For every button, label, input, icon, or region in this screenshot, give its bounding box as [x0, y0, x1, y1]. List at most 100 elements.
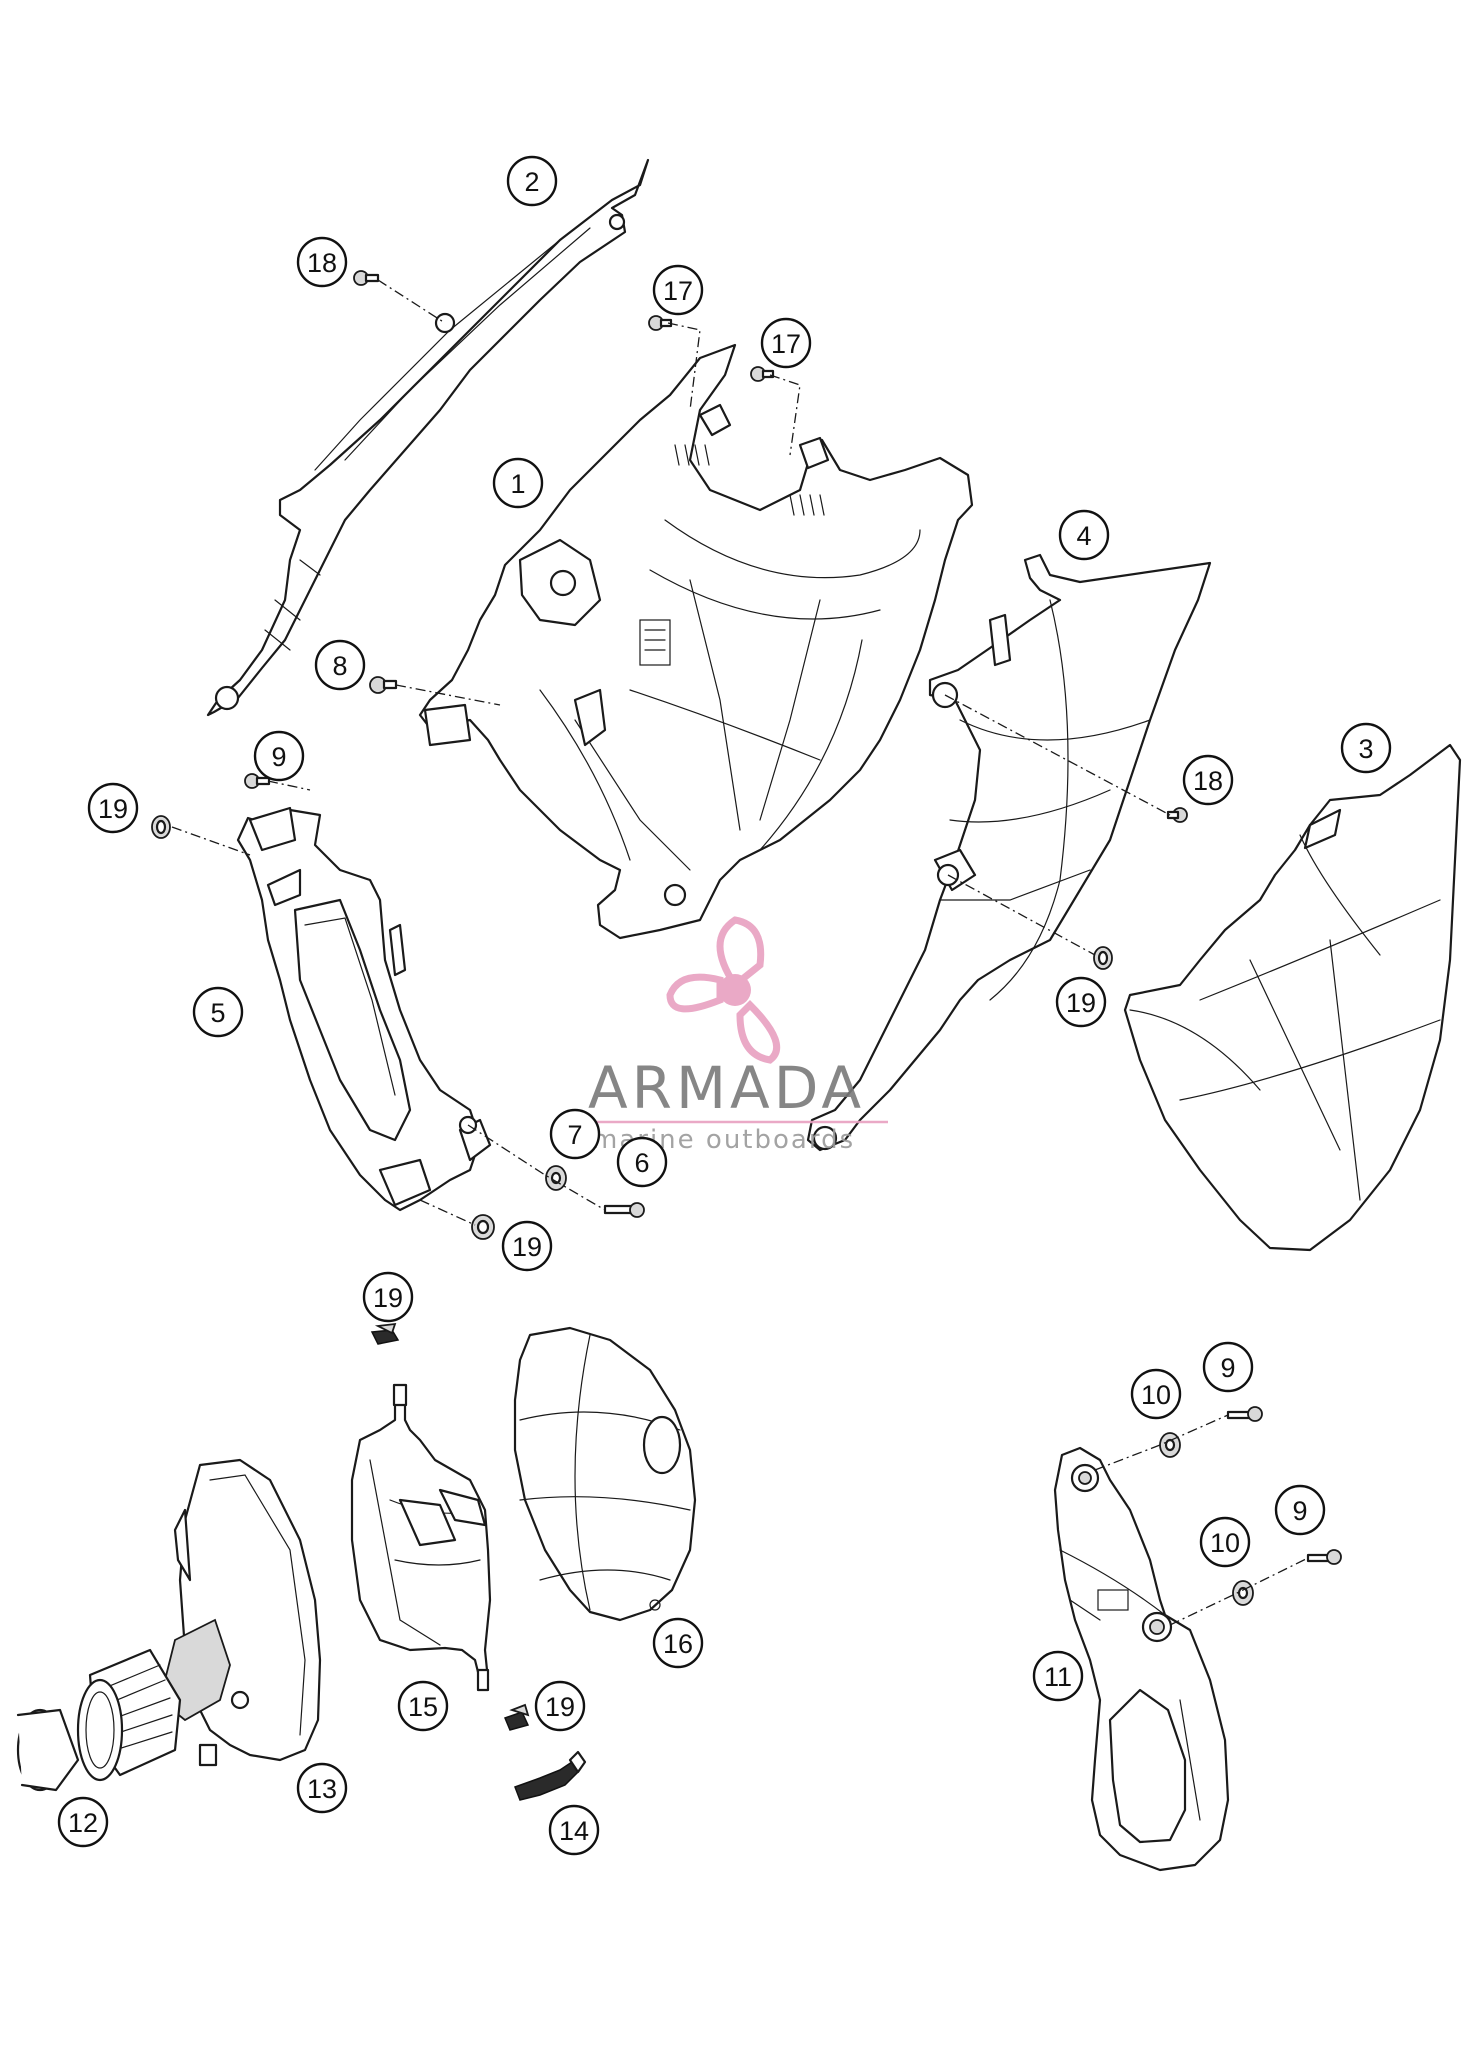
part-5-airbox-frame [236, 806, 492, 1212]
callout-label: 19 [512, 1232, 542, 1262]
callout-3: 3 [1340, 722, 1392, 774]
callout-label: 15 [408, 1692, 438, 1722]
callout-16: 16 [652, 1617, 704, 1669]
callout-circle [1130, 1368, 1182, 1420]
part-15-filter-cage [350, 1383, 492, 1692]
propeller-logo-icon [666, 916, 781, 1064]
callout-19b: 19 [1055, 976, 1107, 1028]
bolt-6 [603, 1202, 645, 1218]
part-16-filter-cover [513, 1326, 697, 1622]
fastener-17a [648, 315, 673, 331]
callout-circle [192, 986, 244, 1038]
callout-15: 15 [397, 1680, 449, 1732]
callout-label: 17 [663, 276, 693, 306]
callout-17b: 17 [760, 317, 812, 369]
callout-1: 1 [492, 457, 544, 509]
hardware [151, 270, 1342, 1731]
callout-circle [1199, 1516, 1251, 1568]
callout-circle [652, 264, 704, 316]
callout-label: 13 [307, 1774, 337, 1804]
callout-9c: 9 [1274, 1484, 1326, 1536]
callout-8: 8 [314, 639, 366, 691]
part-3-side-cover [1123, 743, 1462, 1252]
callout-label: 19 [1066, 988, 1096, 1018]
washer-10b [1232, 1580, 1254, 1606]
part-13-air-boot [76, 1458, 322, 1782]
callout-label: 9 [1292, 1496, 1307, 1526]
armada-logo: ARMADA marine outboards [588, 916, 888, 1155]
callout-label: 7 [567, 1120, 582, 1150]
callout-19a: 19 [87, 782, 139, 834]
fastener-17b [750, 366, 775, 382]
callout-label: 10 [1141, 1380, 1171, 1410]
bolt-9c [1306, 1549, 1342, 1565]
callout-label: 4 [1076, 521, 1091, 551]
fastener-18b [1166, 807, 1188, 823]
fastener-18a [353, 270, 380, 286]
callout-10b: 10 [1199, 1516, 1251, 1568]
callout-5: 5 [192, 986, 244, 1038]
grommet-19b [1093, 946, 1113, 970]
callout-label: 19 [545, 1692, 575, 1722]
callout-18a: 18 [296, 236, 348, 288]
callout-circle [57, 1796, 109, 1848]
callout-18b: 18 [1182, 754, 1234, 806]
callout-9a: 9 [253, 730, 305, 782]
clip-19d [370, 1322, 400, 1345]
callout-circle [652, 1617, 704, 1669]
callout-label: 1 [510, 469, 525, 499]
callout-label: 9 [1220, 1353, 1235, 1383]
callout-circle [534, 1680, 586, 1732]
callout-19d: 19 [362, 1271, 414, 1323]
callout-label: 5 [210, 998, 225, 1028]
part-4-side-panel [806, 553, 1212, 1152]
callout-circle [506, 155, 558, 207]
callout-circle [314, 639, 366, 691]
callout-label: 18 [307, 248, 337, 278]
callout-label: 12 [68, 1808, 98, 1838]
callout-label: 16 [663, 1629, 693, 1659]
callout-label: 17 [771, 329, 801, 359]
part-2-side-strip [206, 158, 650, 717]
callout-label: 11 [1044, 1662, 1072, 1692]
callout-label: 6 [634, 1148, 649, 1178]
callout-circle [1058, 509, 1110, 561]
logo-word: ARMADA [588, 1054, 865, 1122]
part-1-central-cover [418, 343, 974, 940]
callout-label: 2 [524, 167, 539, 197]
washer-7 [545, 1165, 567, 1191]
callout-circle [87, 782, 139, 834]
callout-label: 9 [271, 742, 286, 772]
callout-19c: 19 [501, 1220, 553, 1272]
callout-circle [397, 1680, 449, 1732]
callout-9b: 9 [1202, 1341, 1254, 1393]
callout-circle [549, 1108, 601, 1160]
callout-label: 18 [1193, 766, 1223, 796]
callout-circle [296, 1762, 348, 1814]
callout-12: 12 [57, 1796, 109, 1848]
callout-circle [492, 457, 544, 509]
callout-7: 7 [549, 1108, 601, 1160]
callout-circle [616, 1136, 668, 1188]
callout-label: 14 [559, 1816, 589, 1846]
bolt-9b [1226, 1406, 1263, 1422]
callout-label: 10 [1210, 1528, 1240, 1558]
clip-19e [504, 1703, 530, 1731]
callout-circle [501, 1220, 553, 1272]
callout-circle [1202, 1341, 1254, 1393]
callout-circle [1274, 1484, 1326, 1536]
callout-label: 3 [1358, 734, 1373, 764]
callout-circle [1055, 976, 1107, 1028]
callout-14: 14 [548, 1804, 600, 1856]
callout-10a: 10 [1130, 1368, 1182, 1420]
callout-13: 13 [296, 1762, 348, 1814]
leader-lines [171, 279, 1309, 1626]
callout-circle [253, 730, 305, 782]
callout-19e: 19 [534, 1680, 586, 1732]
callout-6: 6 [616, 1136, 668, 1188]
callout-17a: 17 [652, 264, 704, 316]
callout-11: 11 [1032, 1650, 1084, 1702]
callout-circle [1182, 754, 1234, 806]
callout-circle [1032, 1650, 1084, 1702]
